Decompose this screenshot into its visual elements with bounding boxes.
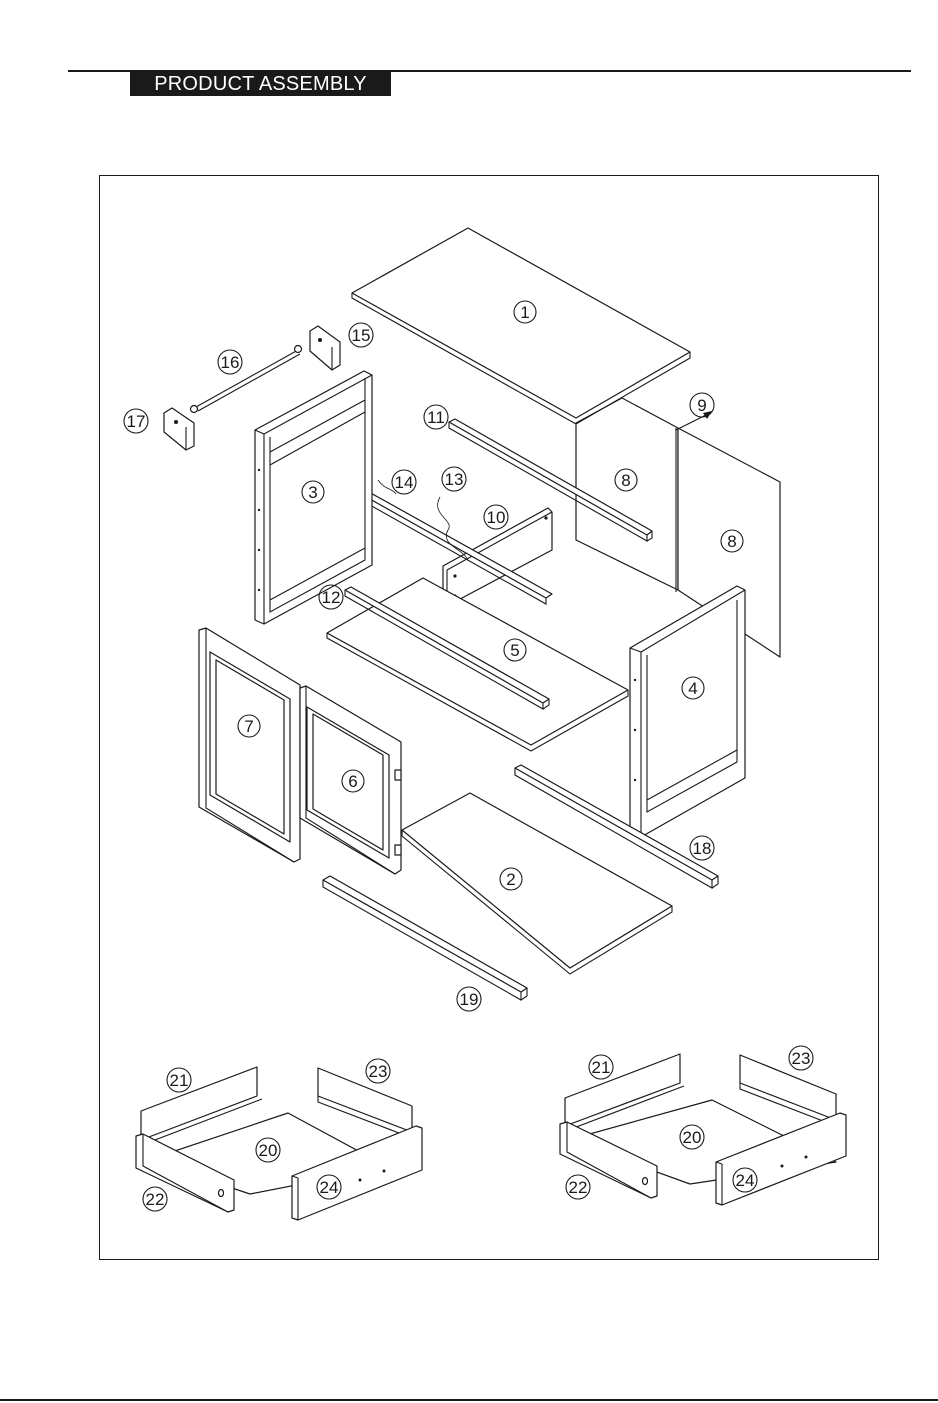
callout-10: 10: [484, 505, 508, 529]
callout-11: 11: [424, 405, 448, 429]
top-panel: [352, 228, 690, 418]
drawer-1-side-right: [318, 1068, 412, 1132]
callout-drawer1-24: 24: [317, 1175, 341, 1199]
svg-text:15: 15: [352, 326, 371, 345]
svg-text:10: 10: [487, 508, 506, 527]
svg-text:23: 23: [792, 1049, 811, 1068]
svg-text:23: 23: [369, 1062, 388, 1081]
svg-text:11: 11: [427, 408, 445, 427]
rod-end: [295, 346, 302, 353]
svg-text:14: 14: [395, 473, 414, 492]
svg-text:5: 5: [510, 641, 519, 660]
callout-drawer1-21: 21: [167, 1068, 191, 1092]
svg-text:18: 18: [693, 839, 712, 858]
frame-hole: [634, 729, 636, 731]
callout-17: 17: [124, 409, 148, 433]
frame-hole: [258, 509, 260, 511]
frame-hole: [634, 679, 636, 681]
svg-text:4: 4: [688, 679, 697, 698]
callout-14: 14: [392, 470, 416, 494]
svg-text:12: 12: [322, 588, 341, 607]
svg-text:24: 24: [736, 1171, 755, 1190]
svg-text:9: 9: [697, 396, 706, 415]
drawer-2-side-right: [740, 1055, 836, 1120]
callout-drawer1-23: 23: [366, 1059, 390, 1083]
svg-text:20: 20: [259, 1141, 278, 1160]
drawer-2-knob: [643, 1178, 648, 1185]
svg-text:21: 21: [170, 1071, 189, 1090]
callout-drawer1-20: 20: [256, 1138, 280, 1162]
svg-text:8: 8: [727, 532, 736, 551]
frame-hole: [258, 469, 260, 471]
drawer-1-knob: [219, 1190, 224, 1197]
svg-text:20: 20: [683, 1128, 702, 1147]
svg-text:1: 1: [520, 303, 529, 322]
frame-hole: [258, 549, 260, 551]
callout-16: 16: [218, 350, 242, 374]
svg-text:24: 24: [320, 1178, 339, 1197]
center-divider-hole: [544, 516, 547, 519]
callout-drawer2-22: 22: [566, 1175, 590, 1199]
svg-text:3: 3: [308, 483, 317, 502]
callout-drawer2-20: 20: [680, 1125, 704, 1149]
callout-13: 13: [442, 467, 466, 491]
callout-19: 19: [457, 987, 481, 1011]
callout-drawer2-21: 21: [589, 1055, 613, 1079]
drawer-2-hole: [781, 1165, 784, 1168]
svg-text:19: 19: [460, 990, 479, 1009]
callout-drawer1-22: 22: [143, 1187, 167, 1211]
center-divider-hole: [453, 574, 456, 577]
callout-drawer2-23: 23: [789, 1046, 813, 1070]
svg-text:8: 8: [621, 471, 630, 490]
svg-text:22: 22: [146, 1190, 165, 1209]
frame-hole: [258, 589, 260, 591]
bracket-15-hole: [318, 338, 322, 342]
drawer-1-hole: [383, 1170, 386, 1173]
drawer-1-hole: [359, 1179, 362, 1182]
callout-9: 9: [690, 393, 714, 417]
svg-text:21: 21: [592, 1058, 611, 1077]
frame-hole: [634, 779, 636, 781]
svg-text:13: 13: [445, 470, 464, 489]
bracket-17-hole: [174, 420, 178, 424]
hanging-rod: [196, 350, 298, 407]
callout-12: 12: [319, 585, 343, 609]
back-panel-left: [576, 398, 678, 590]
rod-bracket-15: [310, 326, 340, 370]
rod-bracket-17: [164, 408, 194, 450]
svg-text:2: 2: [506, 870, 515, 889]
rod-end: [191, 406, 198, 413]
svg-text:7: 7: [244, 717, 253, 736]
svg-text:16: 16: [221, 353, 240, 372]
drawer-2-hole: [805, 1156, 808, 1159]
callout-15: 15: [349, 323, 373, 347]
callout-18: 18: [690, 836, 714, 860]
door-hinge: [395, 770, 401, 780]
door-hinge: [395, 845, 401, 855]
svg-text:17: 17: [127, 412, 146, 431]
hanging-rod: [198, 354, 300, 411]
svg-text:22: 22: [569, 1178, 588, 1197]
footer-rule: [0, 1399, 938, 1401]
svg-text:6: 6: [348, 772, 357, 791]
callout-drawer2-24: 24: [733, 1168, 757, 1192]
